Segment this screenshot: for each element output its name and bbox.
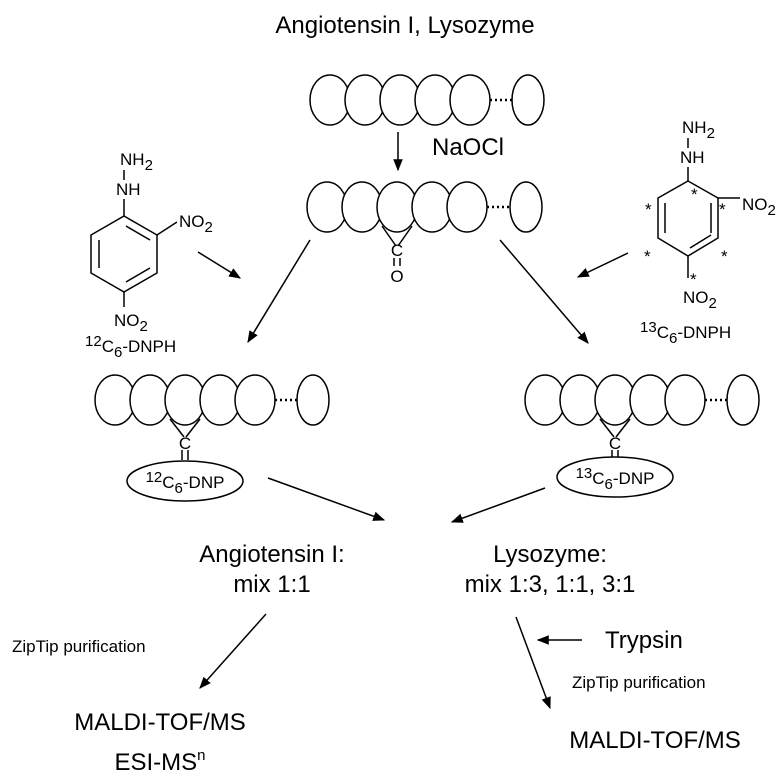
- arrow-heavy-to-mix: [450, 487, 546, 523]
- right-output-maldi: MALDI-TOF/MS: [569, 727, 741, 754]
- svg-text:*: *: [721, 247, 728, 266]
- svg-text:NH2: NH2: [120, 150, 153, 174]
- svg-text:NO2: NO2: [742, 195, 776, 219]
- protein-chain-oxidized: [306, 181, 543, 266]
- protein-chain-light-derivative: [94, 374, 330, 502]
- svg-text:*: *: [690, 270, 697, 289]
- lysozyme-label: Lysozyme:: [493, 541, 607, 568]
- protein-chain-heavy-derivative: [524, 374, 760, 498]
- arrow-angiotensin-analysis: [199, 613, 267, 689]
- heavy-derivative-carbon: C: [609, 434, 621, 453]
- reagent-light-structure: NH2 NH NO2 NO2: [90, 150, 213, 335]
- heavy-derivative-label: 13C6-DNP: [576, 465, 655, 493]
- carbonyl-carbon: C: [391, 241, 403, 260]
- oxidant-label: NaOCl: [432, 134, 504, 161]
- left-ziptip-label: ZipTip purification: [12, 637, 146, 656]
- left-output-maldi: MALDI-TOF/MS: [74, 709, 246, 736]
- svg-text:NO2: NO2: [683, 288, 717, 312]
- diagram-title: Angiotensin I, Lysozyme: [275, 12, 534, 39]
- svg-text:NO2: NO2: [114, 311, 148, 335]
- protein-chain-top: [309, 74, 545, 126]
- svg-text:*: *: [719, 200, 726, 219]
- svg-text:NO2: NO2: [179, 212, 213, 236]
- svg-text:NH2: NH2: [682, 118, 715, 142]
- light-derivative-label: 12C6-DNP: [146, 469, 225, 497]
- left-output-esi: ESI-MSn: [114, 747, 205, 776]
- svg-text:*: *: [691, 185, 698, 204]
- arrow-to-light-derivative: [247, 239, 311, 344]
- arrow-heavy-reagent: [576, 252, 629, 278]
- reagent-heavy-structure: NH2 NH NO2 NO2 * * * * * *: [644, 118, 776, 312]
- arrow-to-heavy-derivative: [499, 239, 589, 344]
- angiotensin-label: Angiotensin I:: [199, 541, 344, 568]
- trypsin-label: Trypsin: [605, 627, 683, 654]
- arrow-light-reagent: [197, 251, 242, 279]
- right-ziptip-label: ZipTip purification: [572, 673, 706, 692]
- arrow-lysozyme-analysis: [515, 616, 551, 710]
- carbonyl-oxygen: O: [390, 267, 403, 286]
- svg-text:*: *: [645, 200, 652, 219]
- arrow-light-to-mix: [267, 477, 386, 521]
- light-derivative-carbon: C: [179, 434, 191, 453]
- svg-text:NH: NH: [116, 180, 141, 199]
- svg-text:NH: NH: [680, 148, 705, 167]
- svg-text:*: *: [644, 247, 651, 266]
- lysozyme-mix: mix 1:3, 1:1, 3:1: [465, 571, 636, 598]
- reagent-light-name: 12C6-DNPH: [85, 333, 176, 361]
- angiotensin-mix: mix 1:1: [233, 571, 310, 598]
- reagent-heavy-name: 13C6-DNPH: [640, 319, 731, 347]
